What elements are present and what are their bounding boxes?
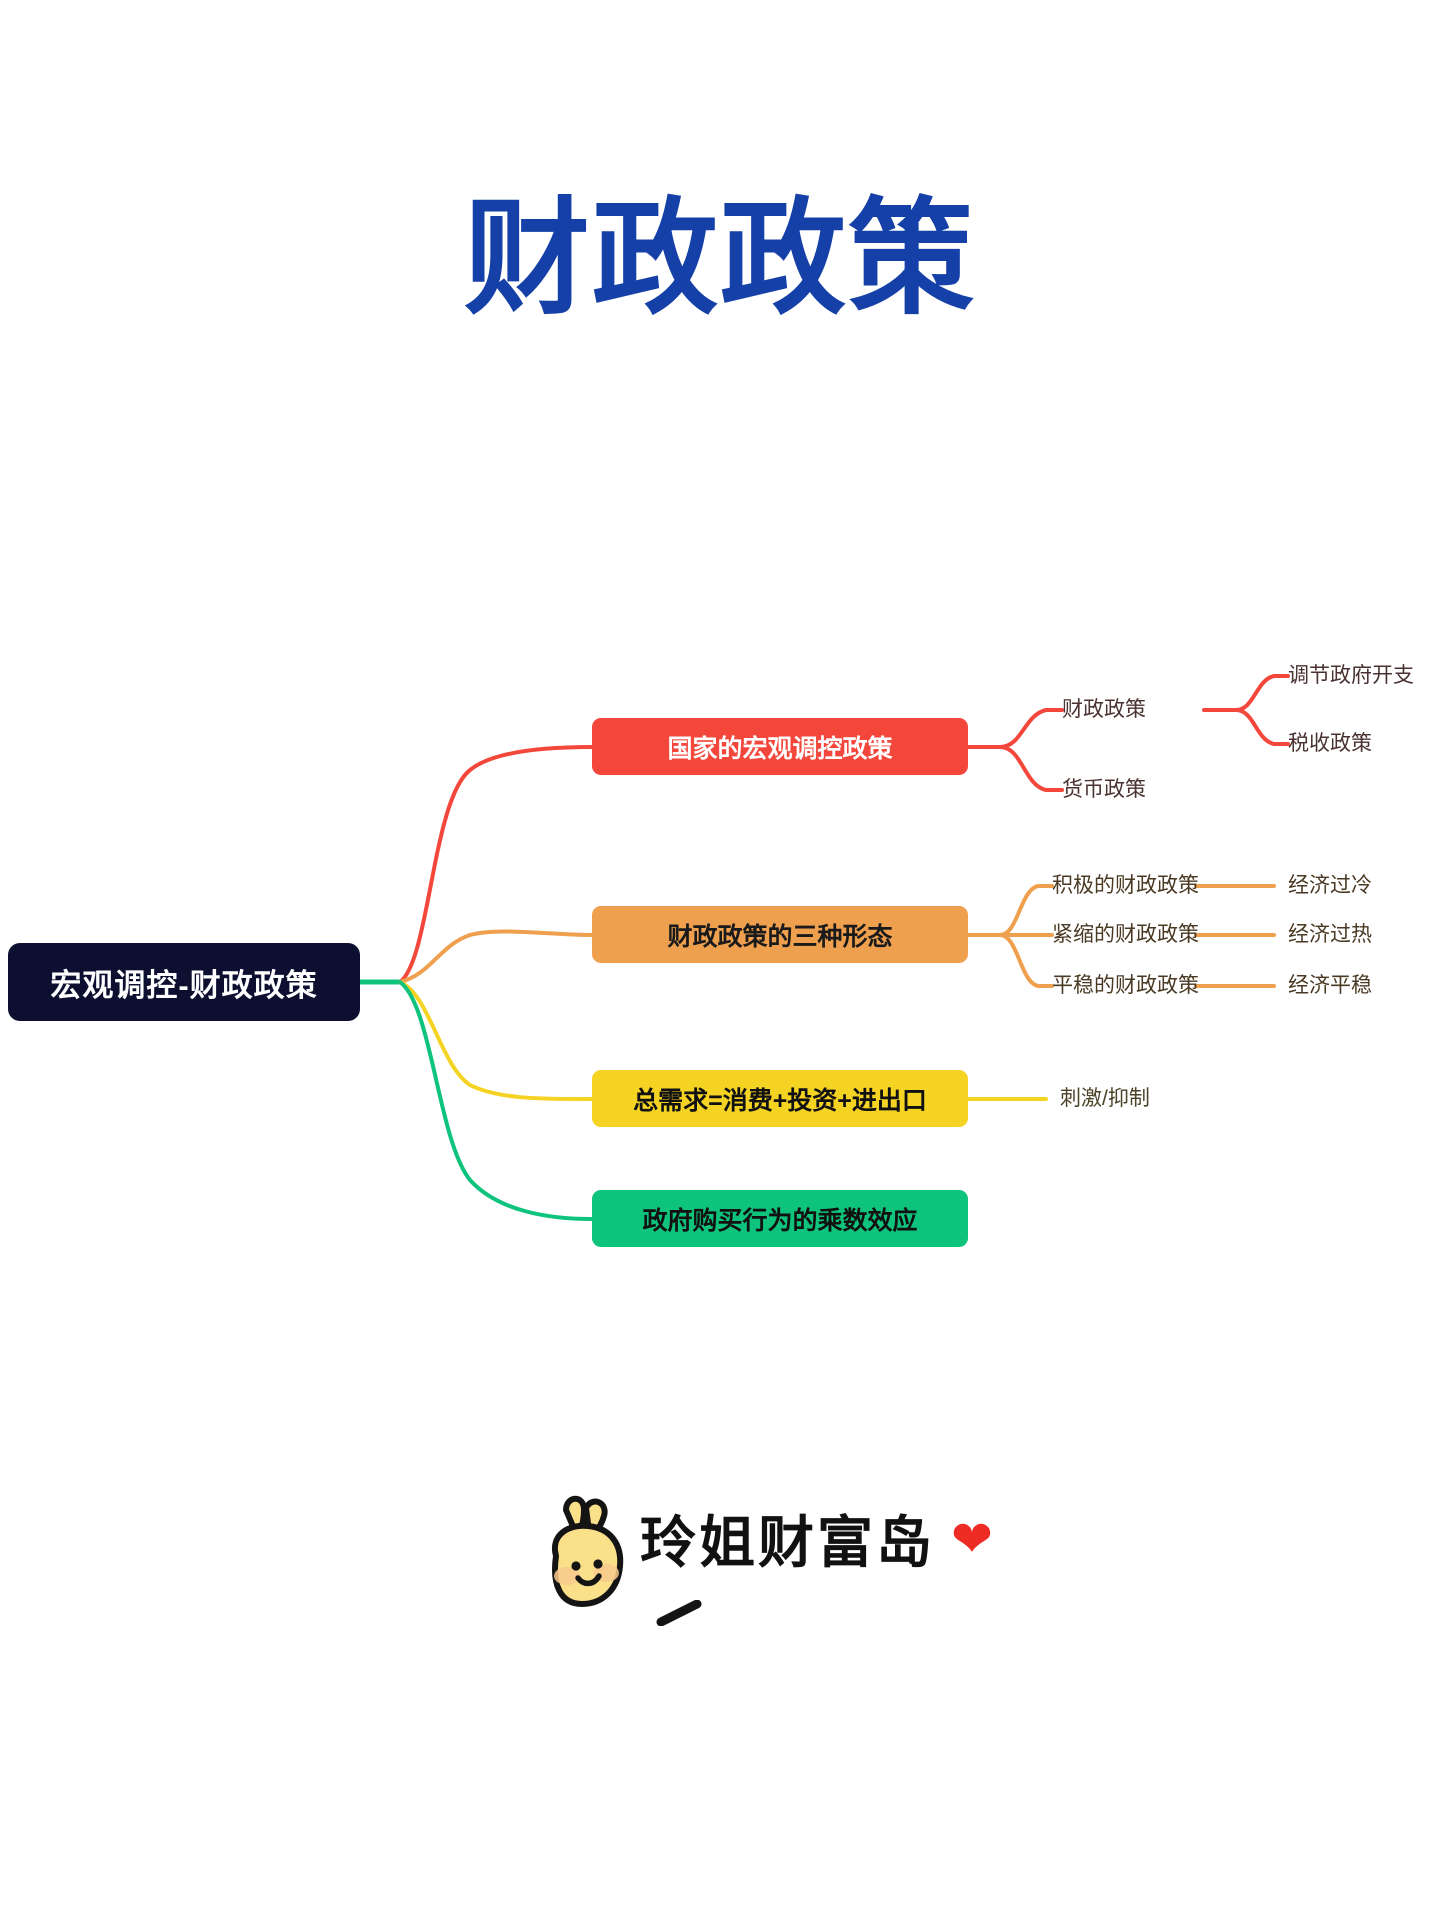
- branch-node-label: 国家的宏观调控政策: [667, 734, 893, 763]
- mindmap-root-node[interactable]: 宏观调控-财政政策: [8, 943, 360, 1021]
- branch-node-label: 政府购买行为的乘数效应: [642, 1206, 918, 1235]
- signature-stroke-icon: [656, 1600, 702, 1626]
- leaf-contractionary-fiscal-policy[interactable]: 紧缩的财政政策: [1052, 923, 1199, 946]
- signature-text: 玲姐财富岛: [640, 1511, 935, 1576]
- leaf-stimulate-or-restrain[interactable]: 刺激/抑制: [1060, 1087, 1150, 1110]
- signature: 玲姐财富岛 ❤: [640, 1498, 993, 1579]
- branch-node-label: 总需求=消费+投资+进出口: [633, 1086, 927, 1115]
- branch-node-aggregate-demand-formula[interactable]: 总需求=消费+投资+进出口: [592, 1070, 968, 1127]
- heart-icon: ❤: [951, 1510, 993, 1567]
- root-node-label: 宏观调控-财政政策: [50, 967, 318, 1003]
- leaf-adjust-government-spending[interactable]: 调节政府开支: [1288, 664, 1414, 687]
- leaf-fiscal-policy[interactable]: 财政政策: [1062, 698, 1146, 721]
- leaf-economy-too-cold[interactable]: 经济过冷: [1288, 874, 1372, 897]
- branch-node-three-forms-of-fiscal-policy[interactable]: 财政政策的三种形态: [592, 906, 968, 963]
- leaf-tax-policy[interactable]: 税收政策: [1288, 732, 1372, 755]
- bunny-mascot-icon: [551, 1495, 624, 1607]
- leaf-neutral-fiscal-policy[interactable]: 平稳的财政政策: [1052, 974, 1199, 997]
- leaf-economy-stable[interactable]: 经济平稳: [1288, 974, 1372, 997]
- leaf-monetary-policy[interactable]: 货币政策: [1062, 778, 1146, 801]
- branch-node-multiplier-effect[interactable]: 政府购买行为的乘数效应: [592, 1190, 968, 1247]
- branch-node-label: 财政政策的三种形态: [667, 922, 893, 951]
- leaf-economy-overheated[interactable]: 经济过热: [1288, 923, 1372, 946]
- branch-node-macro-control-policy[interactable]: 国家的宏观调控政策: [592, 718, 968, 775]
- page-title: 财政政策: [464, 185, 976, 332]
- leaf-expansionary-fiscal-policy[interactable]: 积极的财政政策: [1052, 874, 1199, 897]
